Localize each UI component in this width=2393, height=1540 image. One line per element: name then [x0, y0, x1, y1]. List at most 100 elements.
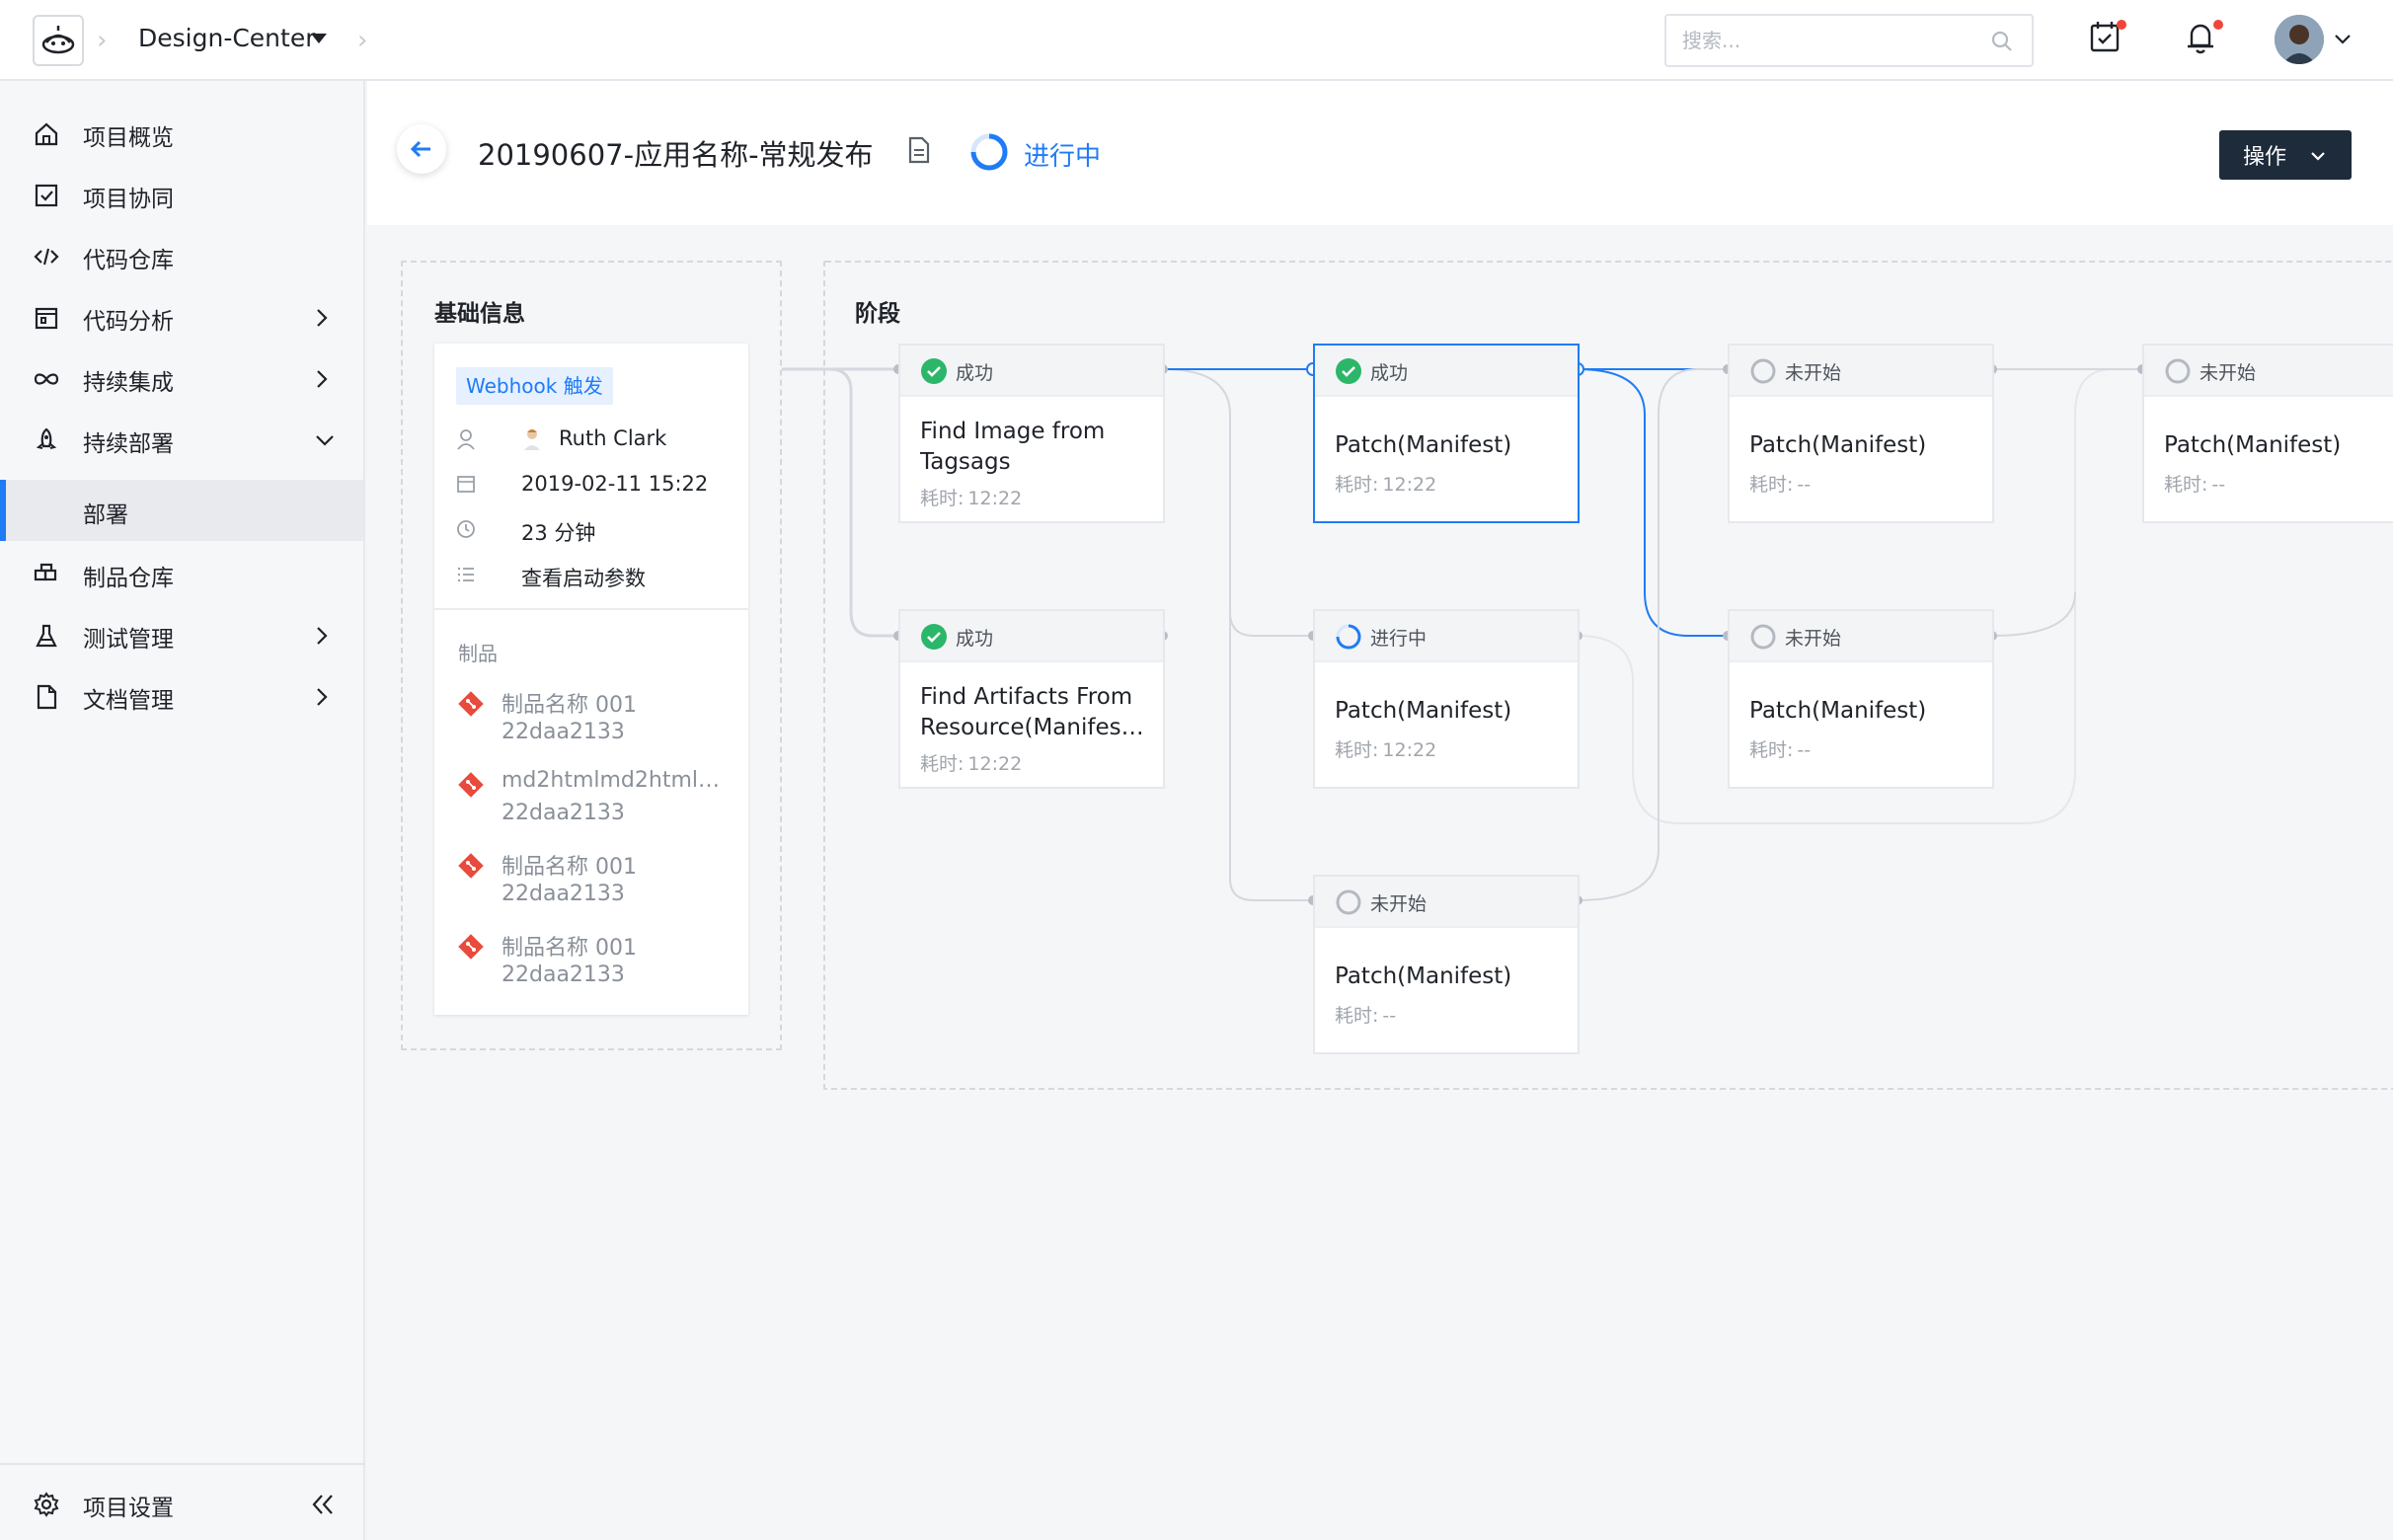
- time-value: 12:22: [1382, 739, 1437, 761]
- sidebar-item-settings[interactable]: 项目设置: [0, 1473, 363, 1534]
- sidebar-item-overview[interactable]: 项目概览: [0, 103, 363, 164]
- artifact-item[interactable]: 制品名称 001 22daa2133: [458, 930, 744, 999]
- search-icon[interactable]: [1990, 30, 2014, 53]
- sidebar-item-artifact-repo[interactable]: 制品仓库: [0, 543, 363, 604]
- file-text-icon[interactable]: [908, 136, 930, 164]
- sidebar-item-deploy[interactable]: 部署: [0, 480, 363, 541]
- sidebar-footer: 项目设置: [0, 1463, 363, 1540]
- basic-info-card: Webhook 触发 Ruth Clark 2019-02-11 15:22 2…: [434, 344, 748, 1015]
- time-value: 12:22: [967, 488, 1023, 509]
- sidebar-item-cd[interactable]: 持续部署: [0, 409, 363, 470]
- artifact-hash: 22daa2133: [502, 962, 625, 987]
- stage-card[interactable]: 未开始 Patch(Manifest) 耗时:--: [1728, 344, 1994, 523]
- stage-time: 耗时:--: [1335, 1001, 1396, 1028]
- chevron-right-icon: [317, 370, 328, 388]
- stage-status: 成功: [956, 362, 994, 384]
- stage-card[interactable]: 成功 Find Image from Tagsags 耗时:12:22: [898, 344, 1165, 523]
- artifact-hash: 22daa2133: [502, 720, 625, 744]
- time-label: 耗时:: [920, 753, 965, 775]
- package-icon: [34, 563, 57, 581]
- collapse-sidebar-icon[interactable]: [310, 1493, 336, 1516]
- artifact-name: 制品名称 001: [502, 936, 637, 961]
- sidebar-item-docs[interactable]: 文档管理: [0, 665, 363, 727]
- avatar[interactable]: [2275, 15, 2324, 64]
- artifact-item[interactable]: 制品名称 001 22daa2133: [458, 687, 744, 756]
- sidebar-item-label: 持续集成: [83, 370, 174, 396]
- calendar-check-icon: [2090, 22, 2120, 52]
- time-value: --: [1797, 474, 1812, 496]
- stage-header: 成功: [1315, 346, 1578, 397]
- duration: 23 分钟: [521, 521, 596, 545]
- stage-status: 未开始: [1785, 628, 1842, 650]
- sidebar-item-collaboration[interactable]: 项目协同: [0, 164, 363, 225]
- stage-card[interactable]: 成功 Find Artifacts From Resource(Manifes……: [898, 609, 1165, 789]
- user-avatar-icon: [524, 429, 540, 450]
- time-value: 12:22: [967, 753, 1023, 775]
- user-icon: [457, 429, 475, 450]
- calendar-check-button[interactable]: [2089, 20, 2121, 57]
- sidebar-item-code-analysis[interactable]: 代码分析: [0, 286, 363, 347]
- basic-info-panel: [401, 261, 782, 1050]
- check-circle-icon: [921, 358, 947, 384]
- loading-spinner-icon: [970, 133, 1008, 171]
- artifact-item[interactable]: md2htmlmd2html… 22daa2133: [458, 768, 744, 837]
- time-value: 12:22: [1382, 474, 1437, 496]
- stage-card-selected[interactable]: 成功 Patch(Manifest) 耗时:12:22: [1313, 344, 1580, 523]
- sidebar-item-label: 代码仓库: [83, 248, 174, 273]
- chevron-right-icon: [317, 627, 328, 645]
- sidebar-item-test[interactable]: 测试管理: [0, 604, 363, 665]
- trigger-tag: Webhook 触发: [456, 367, 613, 405]
- sidebar-item-label: 持续部署: [83, 431, 174, 457]
- stage-card[interactable]: 未开始 Patch(Manifest) 耗时:--: [1313, 875, 1580, 1054]
- stage-card[interactable]: 进行中 Patch(Manifest) 耗时:12:22: [1313, 609, 1580, 789]
- logo-icon: [41, 26, 75, 54]
- chevron-down-icon[interactable]: [2334, 26, 2352, 55]
- rocket-icon: [36, 427, 57, 449]
- notification-dot: [2117, 20, 2126, 30]
- chevron-right-icon: [317, 688, 328, 706]
- stage-card[interactable]: 未开始 Patch(Manifest) 耗时:--: [1728, 609, 1994, 789]
- stage-card[interactable]: 未开始 Patch(Manifest) 耗时:--: [2142, 344, 2393, 523]
- pending-circle-icon: [1336, 889, 1361, 915]
- time-label: 耗时:: [1749, 474, 1794, 496]
- start-date: 2019-02-11 15:22: [521, 472, 709, 496]
- search-input[interactable]: [1666, 16, 1963, 65]
- artifacts-label: 制品: [458, 642, 498, 665]
- operation-dropdown-button[interactable]: 操作: [2219, 130, 2352, 180]
- sidebar-item-code-repo[interactable]: 代码仓库: [0, 225, 363, 286]
- calendar-chart-icon: [35, 307, 58, 330]
- search-box[interactable]: [1664, 14, 2034, 67]
- stage-header: 成功: [900, 611, 1163, 662]
- sidebar-item-label: 项目协同: [83, 187, 174, 212]
- code-icon: [34, 248, 59, 266]
- page-header: 20190607-应用名称-常规发布 进行中 操作: [367, 81, 2393, 225]
- breadcrumb-separator-icon: ›: [357, 26, 368, 55]
- caret-down-icon[interactable]: [311, 34, 327, 43]
- app-logo[interactable]: [33, 15, 84, 66]
- artifact-name: 制品名称 001: [502, 693, 637, 718]
- stage-name: Patch(Manifest): [1335, 963, 1512, 989]
- clock-icon: [457, 520, 475, 538]
- sidebar: 项目概览 项目协同 代码仓库 代码分析 持续集成 持续部署 部署 制品仓库 测试…: [0, 81, 365, 1540]
- stage-time: 耗时:--: [1749, 470, 1811, 497]
- time-value: --: [1797, 739, 1812, 761]
- sidebar-item-label: 项目设置: [83, 1496, 174, 1521]
- stage-header: 未开始: [1730, 611, 1992, 662]
- sidebar-item-ci[interactable]: 持续集成: [0, 347, 363, 409]
- stage-time: 耗时:--: [1749, 735, 1811, 762]
- back-button[interactable]: [397, 124, 446, 174]
- artifact-item[interactable]: 制品名称 001 22daa2133: [458, 849, 744, 918]
- operation-label: 操作: [2243, 145, 2287, 170]
- sidebar-item-label: 制品仓库: [83, 566, 174, 591]
- stage-name: Patch(Manifest): [1335, 698, 1512, 724]
- stage-name: Patch(Manifest): [2164, 432, 2342, 458]
- gear-icon: [34, 1492, 59, 1517]
- params-link[interactable]: 查看启动参数: [521, 567, 646, 590]
- git-icon: [458, 934, 484, 960]
- home-icon: [35, 122, 58, 146]
- stages-title: 阶段: [855, 301, 900, 327]
- notification-button[interactable]: [2186, 20, 2215, 59]
- artifact-hash: 22daa2133: [502, 882, 625, 906]
- stage-header: 未开始: [2144, 346, 2393, 397]
- project-switcher[interactable]: Design-Center: [138, 24, 316, 52]
